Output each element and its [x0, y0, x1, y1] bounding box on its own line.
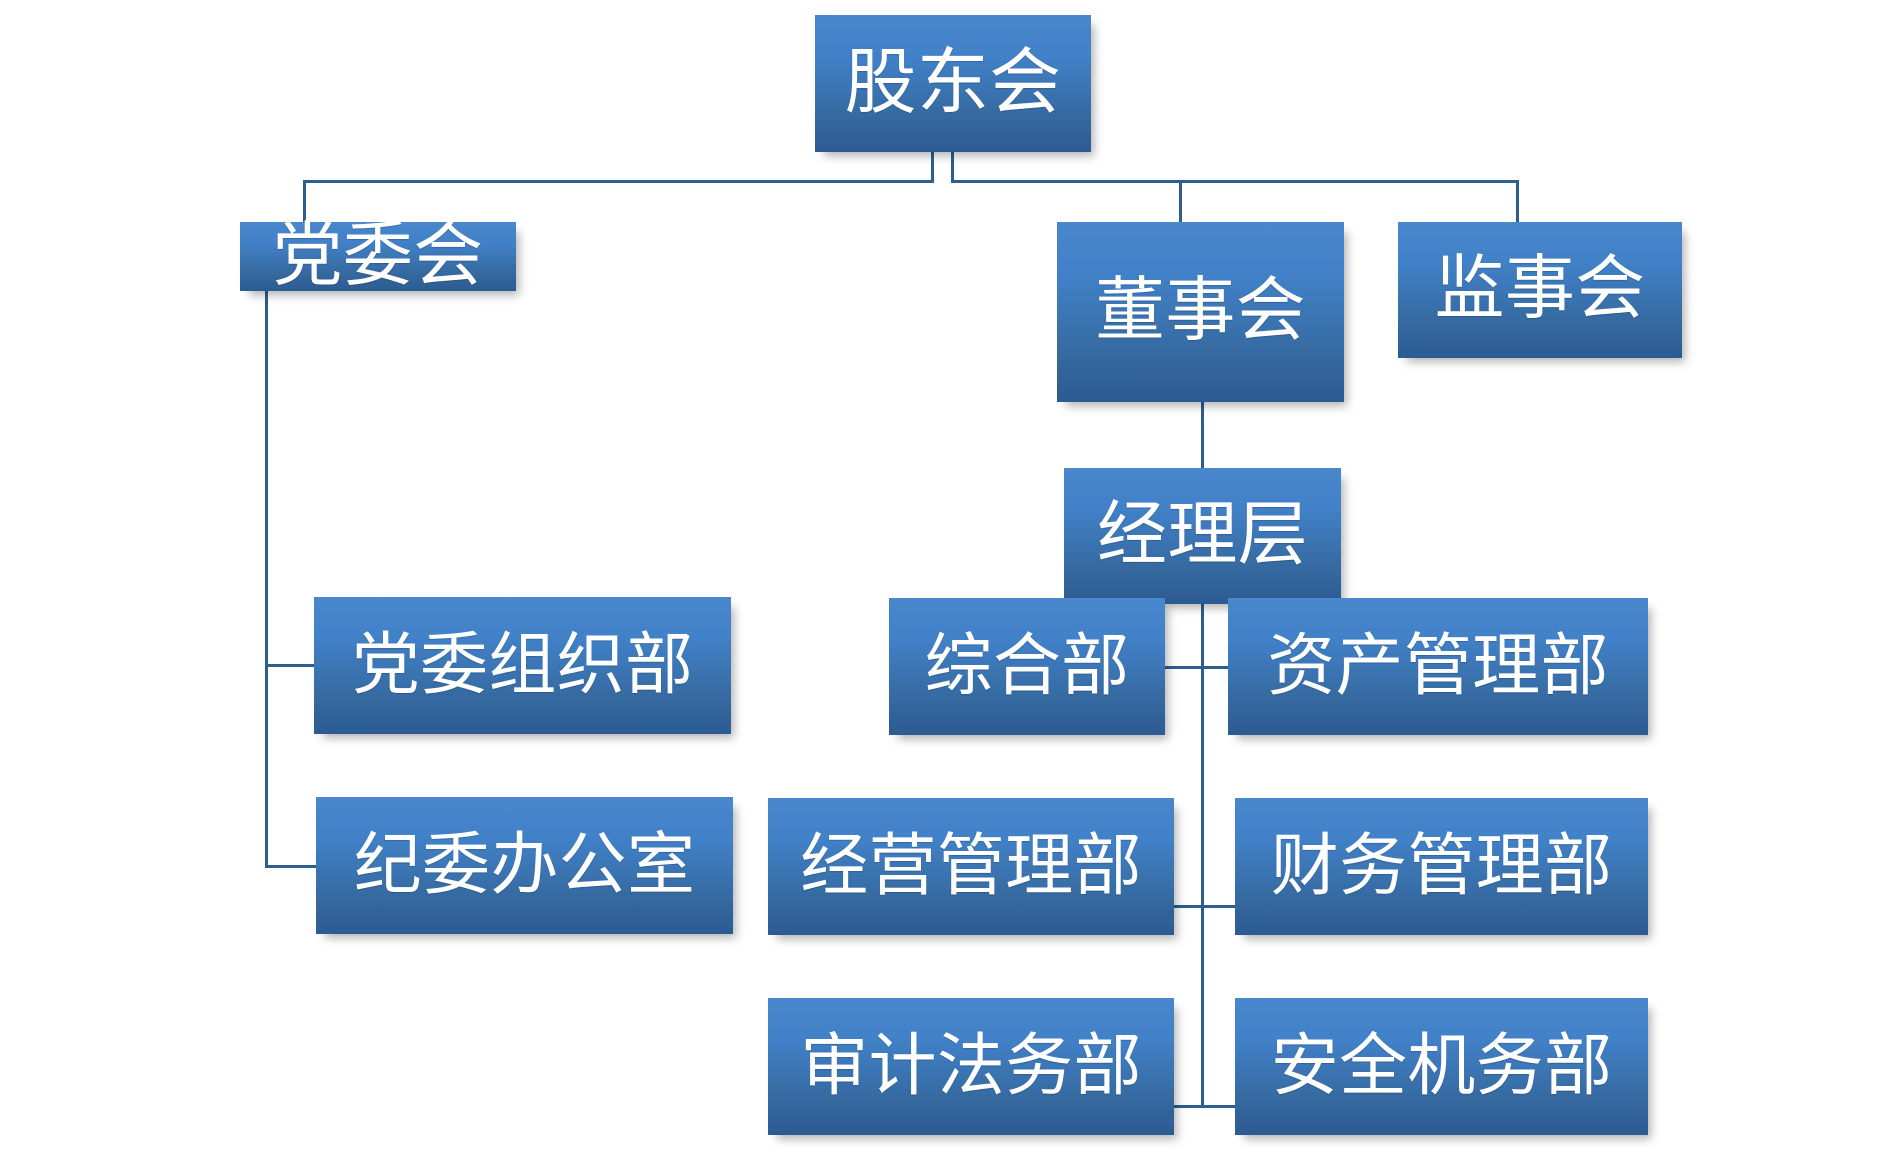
node-label: 监事会: [1434, 251, 1646, 329]
node-label: 财务管理部: [1270, 827, 1613, 904]
node-party-organization-dept[interactable]: 党委组织部: [314, 597, 731, 734]
node-label: 综合部: [924, 627, 1130, 704]
node-asset-management-dept[interactable]: 资产管理部: [1228, 598, 1648, 735]
node-safety-equipment-dept[interactable]: 安全机务部: [1235, 998, 1648, 1135]
node-label: 资产管理部: [1267, 627, 1609, 704]
node-label: 经营管理部: [800, 827, 1142, 904]
connector-spine-to-audit-legal-dept: [1173, 1105, 1203, 1108]
connector-party-spine: [265, 290, 268, 868]
connector-shareholders-stem-right: [951, 152, 954, 183]
node-management-layer[interactable]: 经理层: [1064, 468, 1341, 604]
node-label: 纪委办公室: [353, 826, 696, 903]
node-label: 董事会: [1095, 273, 1306, 351]
node-shareholders-meeting[interactable]: 股东会: [815, 15, 1091, 152]
node-discipline-office[interactable]: 纪委办公室: [316, 797, 733, 934]
node-board-of-directors[interactable]: 董事会: [1057, 222, 1344, 402]
connector-to-board-of-supervisors: [1516, 180, 1519, 222]
connector-spine-to-finance-management-dept: [1201, 905, 1235, 908]
connector-to-board-of-directors: [1179, 180, 1182, 222]
connector-bus-right: [951, 180, 1519, 183]
node-label: 股东会: [844, 42, 1062, 123]
connector-party-to-discipline-office: [265, 865, 317, 868]
node-label: 党委组织部: [351, 626, 694, 703]
connector-party-to-organization-dept: [265, 664, 315, 667]
node-business-management-dept[interactable]: 经营管理部: [768, 798, 1174, 935]
node-label: 审计法务部: [800, 1027, 1142, 1104]
connector-shareholders-stem-left: [931, 152, 934, 183]
connector-spine-to-general-affairs-dept: [1164, 666, 1203, 669]
node-label: 安全机务部: [1270, 1027, 1613, 1104]
connector-management-spine: [1201, 604, 1204, 1108]
connector-bus-left: [303, 180, 934, 183]
node-audit-legal-dept[interactable]: 审计法务部: [768, 998, 1174, 1135]
connector-spine-to-business-management-dept: [1173, 905, 1203, 908]
connector-board-to-management: [1201, 402, 1204, 468]
node-board-of-supervisors[interactable]: 监事会: [1398, 222, 1682, 358]
node-general-affairs-dept[interactable]: 综合部: [889, 598, 1165, 735]
node-party-committee[interactable]: 党委会: [240, 217, 516, 295]
node-finance-management-dept[interactable]: 财务管理部: [1235, 798, 1648, 935]
connector-spine-to-asset-management-dept: [1201, 666, 1229, 669]
connector-to-party-committee: [303, 180, 306, 222]
node-label: 经理层: [1097, 497, 1308, 575]
connector-spine-to-safety-equipment-dept: [1201, 1105, 1235, 1108]
node-label: 党委会: [272, 217, 484, 295]
